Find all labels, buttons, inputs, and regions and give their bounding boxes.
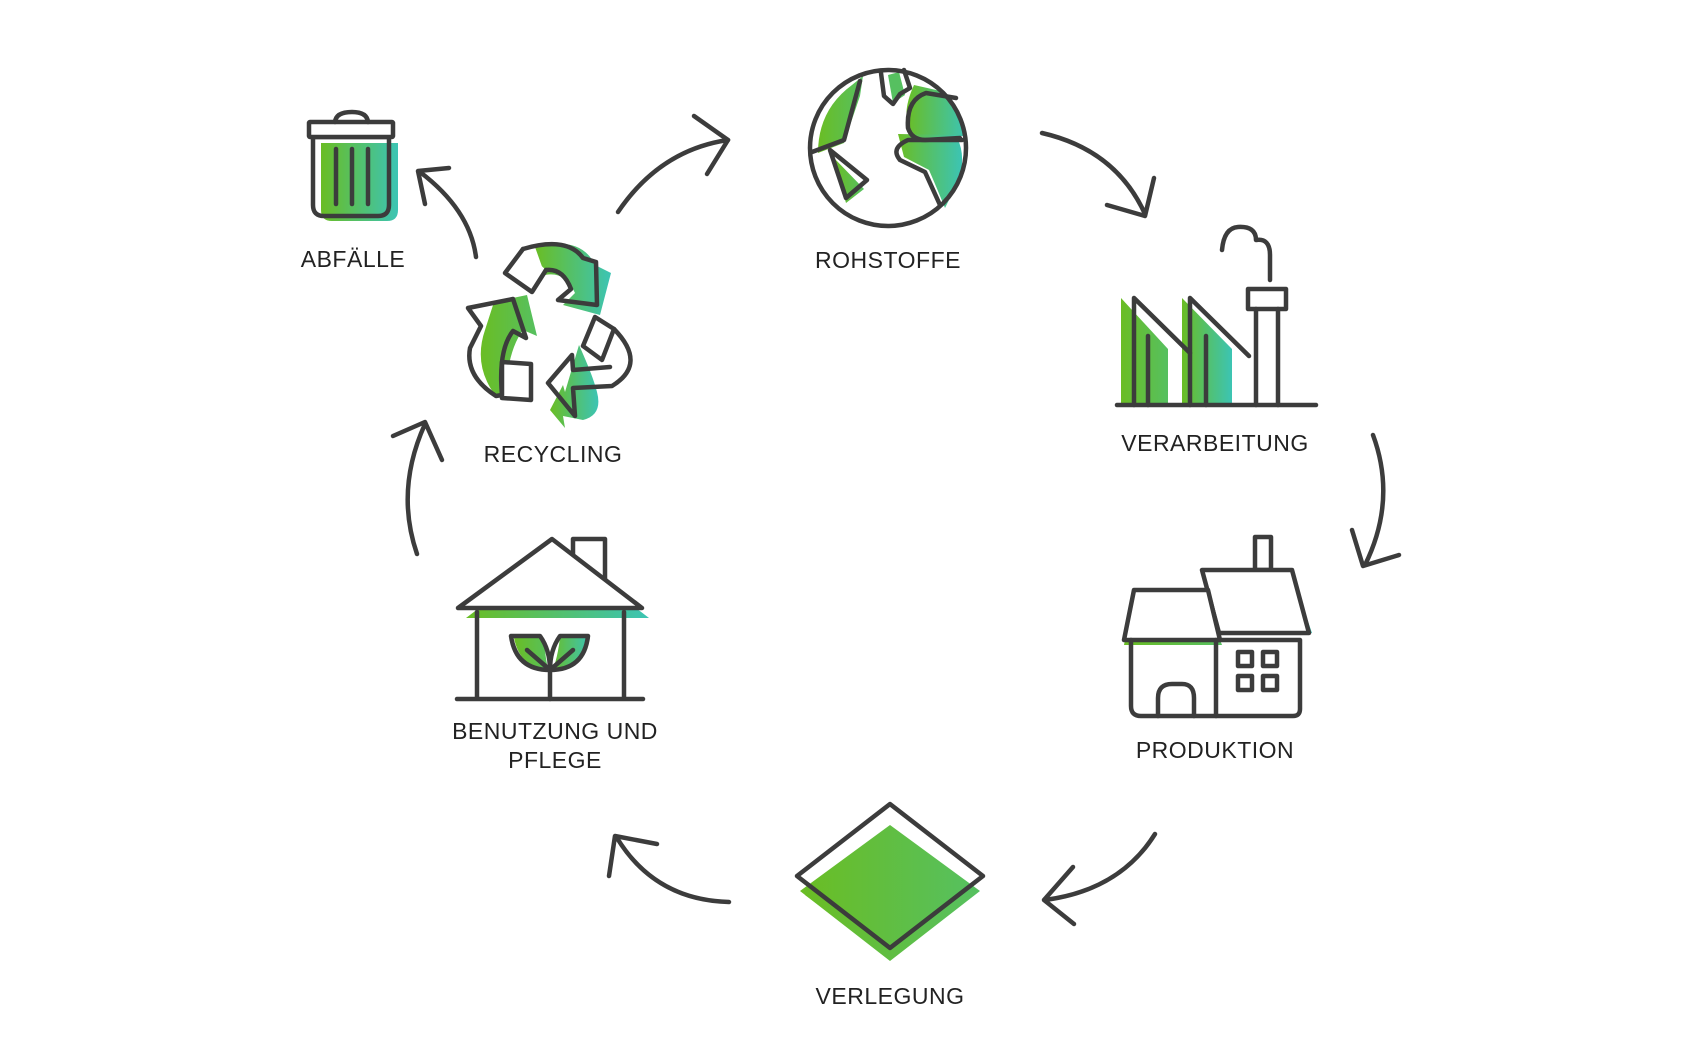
globe-icon [807, 67, 969, 229]
stage-label-verlegung: VERLEGUNG [815, 983, 965, 1009]
arrow-verarbeitung-to-produktion [1349, 432, 1402, 569]
stage-label-benutzung-line2: PFLEGE [508, 747, 602, 773]
stage-label-recycling: RECYCLING [483, 441, 623, 467]
stage-label-verarbeitung: VERARBEITUNG [1121, 430, 1309, 456]
recycle-icon [465, 241, 633, 428]
stage-label-produktion: PRODUKTION [1135, 737, 1295, 763]
stage-label-rohstoffe: ROHSTOFFE [815, 247, 961, 273]
floor-tile-icon [794, 801, 986, 961]
arrow-recycling-to-abfaelle [415, 165, 479, 260]
arrow-rohstoffe-to-verarbeitung [1039, 130, 1157, 219]
arrow-benutzung-to-recycling [390, 419, 445, 557]
arrow-recycling-to-rohstoffe [615, 113, 731, 215]
factory-icon [1114, 224, 1319, 408]
stage-label-benutzung-line1: BENUTZUNG UND [452, 718, 658, 744]
trash-can-icon [306, 109, 398, 221]
stage-label-abfaelle: ABFÄLLE [300, 246, 406, 272]
arrow-produktion-to-verlegung [1041, 831, 1158, 927]
houses-icon [1121, 534, 1312, 719]
arrow-verlegung-to-benutzung [606, 833, 732, 905]
house-plant-icon [454, 536, 649, 702]
